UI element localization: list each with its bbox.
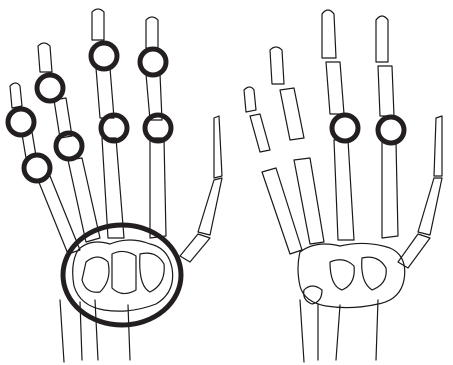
- joint-marker-left-index-pip: [145, 115, 171, 141]
- right-little-finger: [244, 87, 302, 254]
- joint-marker-left-middle-dip: [91, 43, 117, 69]
- joint-marker-right-index-pip: [378, 117, 404, 143]
- joint-marker-left-little-pip: [24, 155, 50, 181]
- left-hand: [8, 9, 222, 362]
- joint-marker-left-ring-dip: [37, 75, 63, 101]
- right-radius: [336, 300, 378, 360]
- right-hand: [244, 10, 442, 362]
- joint-marker-left-index-dip: [140, 49, 166, 75]
- joint-marker-right-middle-pip: [332, 115, 358, 141]
- right-middle-finger: [322, 10, 354, 240]
- right-carpals: [298, 243, 405, 307]
- left-thumb: [180, 116, 222, 262]
- joint-marker-left-little-dip: [8, 109, 34, 135]
- right-thumb: [398, 116, 442, 268]
- right-ulna: [300, 300, 318, 362]
- right-ring-finger: [270, 47, 324, 244]
- joint-marker-left-middle-pip: [101, 115, 127, 141]
- left-carpals: [73, 240, 173, 311]
